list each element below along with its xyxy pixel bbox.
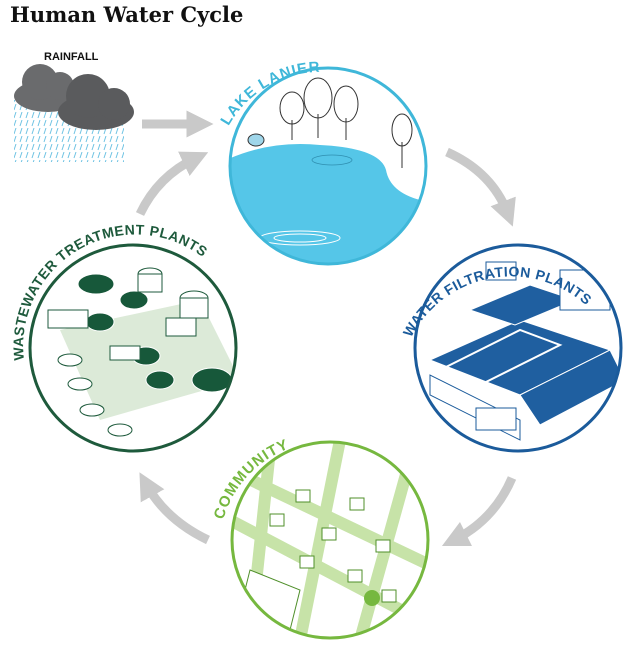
arrow-community-to-wastewater <box>139 472 210 545</box>
trees-icon <box>247 77 413 168</box>
page-title: Human Water Cycle <box>10 2 244 27</box>
filtration-basins <box>428 261 621 441</box>
lake-water <box>230 144 426 264</box>
community-stage: COMMUNITY <box>211 436 430 640</box>
cycle-arrows <box>135 110 517 547</box>
arrow-filtration-to-community <box>441 476 517 547</box>
arrow-wastewater-to-lake <box>135 151 209 216</box>
rainfall-label: RAINFALL <box>44 51 99 63</box>
truck-icon <box>165 317 197 337</box>
lake-lanier-stage: LAKE LANIER <box>217 59 428 266</box>
treatment-tanks <box>47 267 236 437</box>
water-filtration-stage: WATER FILTRATION PLANTS <box>400 243 623 453</box>
arrow-lake-to-filtration <box>445 147 516 227</box>
rainfall-group: RAINFALL <box>14 51 134 162</box>
cloud-icon <box>14 64 134 130</box>
wastewater-treatment-stage: WASTEWATER TREATMENT PLANTS <box>10 221 238 453</box>
